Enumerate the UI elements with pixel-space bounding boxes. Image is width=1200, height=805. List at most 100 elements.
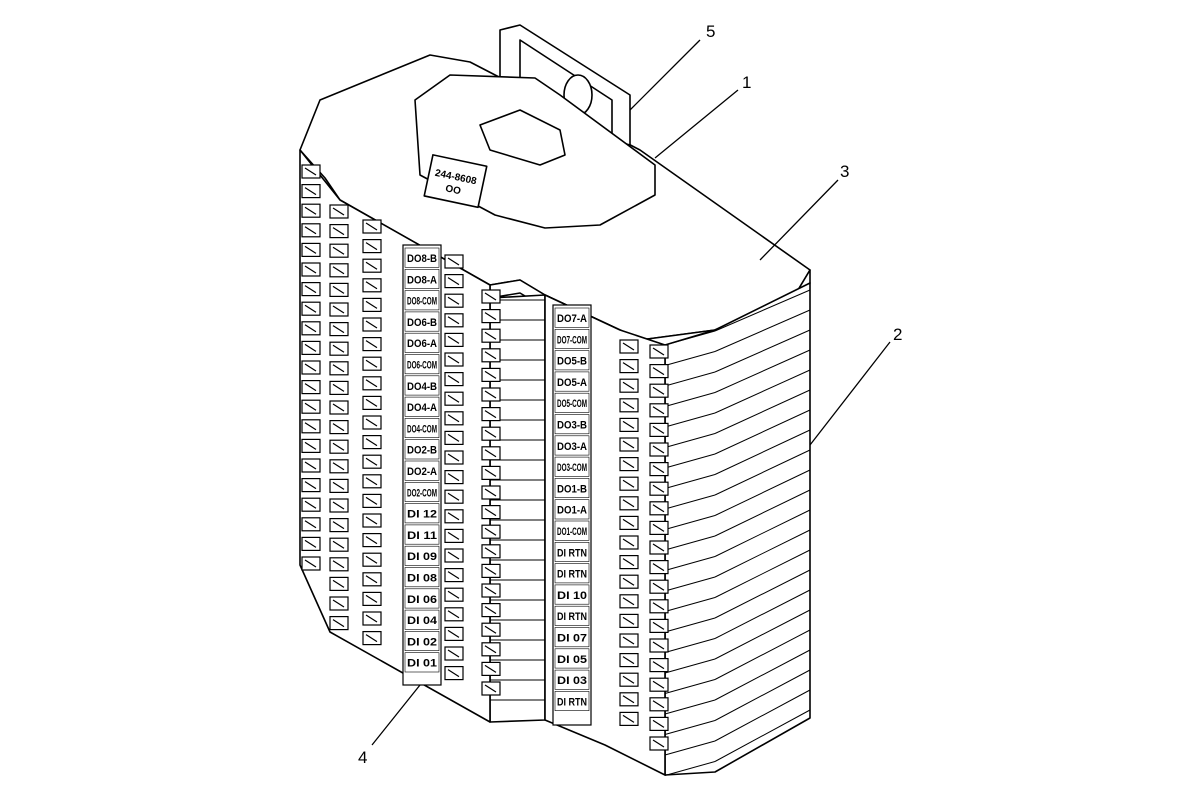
terminal-screw	[447, 551, 460, 560]
right-label-cell	[554, 648, 590, 669]
terminal-screw	[447, 473, 460, 482]
terminal-screw	[622, 616, 635, 625]
terminal-screw	[304, 461, 317, 470]
terminal-screw	[447, 277, 460, 286]
ridge-line	[664, 453, 716, 469]
terminal-screw	[484, 508, 497, 517]
terminal-screw	[447, 375, 460, 384]
terminal-screw	[365, 575, 378, 584]
terminal-screw	[304, 226, 317, 235]
right-label-text: DO5-B	[557, 356, 587, 368]
terminal-screw	[652, 641, 665, 650]
left-label-text: DO8-B	[407, 253, 437, 265]
terminal-screw	[304, 500, 317, 509]
terminal-screw	[652, 367, 665, 376]
terminal-screw	[622, 577, 635, 586]
terminal-screw	[652, 661, 665, 670]
terminal-screw	[652, 582, 665, 591]
left-label-text: DI 06	[407, 594, 437, 606]
ridge-line	[664, 351, 716, 366]
ridge-line	[664, 638, 716, 653]
terminal-screw	[622, 381, 635, 390]
terminal-screw	[484, 351, 497, 360]
terminal-screw	[652, 680, 665, 689]
leader-2	[809, 341, 891, 446]
terminal-screw	[622, 538, 635, 547]
ridge-line	[714, 349, 811, 393]
terminal-screw	[365, 300, 378, 309]
terminal-screw	[365, 242, 378, 251]
terminal-screw	[622, 675, 635, 684]
terminal-screw	[622, 656, 635, 665]
ridge-line	[714, 689, 811, 742]
terminal-screw	[484, 527, 497, 536]
terminal-screw	[332, 246, 345, 255]
terminal-screw	[365, 379, 378, 388]
terminal-screw	[304, 383, 317, 392]
left-label-text: DO4-B	[407, 381, 437, 393]
terminal-screw	[622, 695, 635, 704]
ridge-line	[714, 489, 811, 537]
terminal-screw	[622, 558, 635, 567]
ridge-line	[714, 569, 811, 619]
terminal-screw	[652, 484, 665, 493]
terminal-screw	[365, 398, 378, 407]
terminal-screw	[484, 664, 497, 673]
terminal-screw	[365, 477, 378, 486]
terminal-screw	[332, 442, 345, 451]
terminal-screw	[652, 504, 665, 513]
ridge-line	[664, 679, 716, 694]
terminal-screw	[484, 606, 497, 615]
terminal-screw	[447, 629, 460, 638]
right-label-text: DO1-A	[557, 505, 587, 517]
left-label-cell	[404, 311, 440, 332]
right-label-cell	[554, 499, 590, 520]
terminal-screw	[332, 305, 345, 314]
terminal-screw	[332, 481, 345, 490]
ridge-line	[714, 669, 811, 721]
terminal-screw	[447, 355, 460, 364]
terminal-screw	[365, 496, 378, 505]
terminal-screw	[332, 579, 345, 588]
terminal-screw	[622, 499, 635, 508]
ridge-line	[664, 535, 716, 551]
callout-3: 3	[840, 162, 849, 181]
terminal-screw	[484, 429, 497, 438]
terminal-screw	[304, 539, 317, 548]
right-label-cell	[554, 435, 590, 456]
terminal-screw	[622, 636, 635, 645]
left-label-cell	[404, 418, 440, 438]
terminal-screw	[304, 343, 317, 352]
terminal-screw	[652, 465, 665, 474]
terminal-screw	[484, 390, 497, 399]
terminal-screw	[304, 285, 317, 294]
terminal-screw	[332, 462, 345, 471]
terminal-screw	[652, 621, 665, 630]
terminal-screw	[484, 586, 497, 595]
right-label-text: DO7-A	[557, 313, 587, 325]
left-label-cell	[404, 332, 440, 353]
terminal-screw	[447, 492, 460, 501]
left-label-text: DO8-A	[407, 274, 437, 286]
terminal-screw	[447, 433, 460, 442]
terminal-screw	[622, 420, 635, 429]
terminal-screw	[304, 245, 317, 254]
left-label-cell	[404, 588, 440, 609]
terminal-screw	[652, 523, 665, 532]
terminal-screw	[304, 206, 317, 215]
terminal-screw	[365, 222, 378, 231]
terminal-screw	[304, 402, 317, 411]
right-label-text: DI 07	[557, 633, 587, 645]
right-label-text: DI RTN	[557, 611, 587, 623]
terminal-screw	[365, 516, 378, 525]
left-label-text: DO4-COM	[407, 423, 437, 435]
ridge-line	[714, 309, 811, 352]
ridge-line	[714, 409, 811, 455]
left-label-cell	[404, 354, 440, 375]
ridge-line	[664, 740, 716, 756]
clamp-slot	[479, 109, 566, 166]
right-label-cell	[554, 328, 590, 349]
terminal-screw	[332, 344, 345, 353]
terminal-screw	[365, 438, 378, 447]
